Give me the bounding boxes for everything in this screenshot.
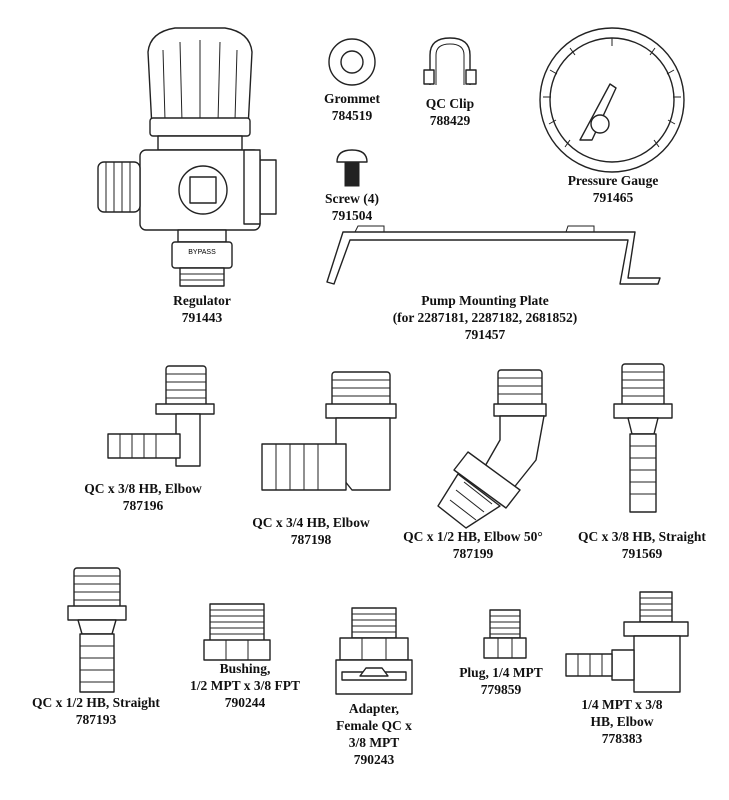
regulator-name: Regulator (173, 293, 231, 308)
grommet-label: Grommet 784519 (312, 90, 392, 124)
elbow-mpt-line1: 1/4 MPT x 3/8 (581, 697, 663, 712)
bushing-drawing (203, 603, 271, 661)
regulator-marking: BYPASS (188, 249, 216, 256)
qc-clip-label: QC Clip 788429 (410, 95, 490, 129)
mounting-plate-number: 791457 (464, 327, 506, 342)
straight-1-2-name: QC x 1/2 HB, Straight (32, 695, 160, 710)
mounting-plate-label: Pump Mounting Plate (for 2287181, 228718… (370, 292, 600, 343)
adapter-number: 790243 (353, 752, 395, 767)
elbow-3-4-drawing (261, 371, 397, 491)
elbow-50-drawing (437, 369, 547, 529)
straight-3-8-label: QC x 3/8 HB, Straight 791569 (562, 528, 722, 562)
elbow-50-label: QC x 1/2 HB, Elbow 50° 787199 (386, 528, 560, 562)
straight-1-2-drawing (67, 567, 127, 693)
regulator-drawing (97, 27, 277, 287)
qc-clip-drawing (423, 37, 477, 85)
mounting-plate-note: (for 2287181, 2287182, 2681852) (392, 310, 578, 325)
elbow-mpt-number: 778383 (601, 731, 643, 746)
adapter-line3: 3/8 MPT (348, 735, 400, 750)
elbow-3-4-number: 787198 (290, 532, 332, 547)
regulator-label: Regulator 791443 (140, 292, 264, 326)
plug-name: Plug, 1/4 MPT (459, 665, 543, 680)
plug-number: 779859 (480, 682, 522, 697)
grommet-name: Grommet (324, 91, 380, 106)
grommet-drawing (328, 38, 376, 86)
adapter-line1: Adapter, (348, 701, 400, 716)
elbow-mpt-drawing (565, 591, 689, 693)
elbow-3-8-label: QC x 3/8 HB, Elbow 787196 (68, 480, 218, 514)
pressure-gauge-name: Pressure Gauge (567, 173, 659, 188)
plug-drawing (483, 609, 527, 659)
plug-label: Plug, 1/4 MPT 779859 (440, 664, 562, 698)
straight-3-8-drawing (613, 363, 673, 513)
bushing-number: 790244 (224, 695, 266, 710)
adapter-label: Adapter, Female QC x 3/8 MPT 790243 (322, 700, 426, 768)
screw-label: Screw (4) 791504 (312, 190, 392, 224)
elbow-3-8-name: QC x 3/8 HB, Elbow (84, 481, 202, 496)
straight-1-2-number: 787193 (75, 712, 117, 727)
pressure-gauge-drawing (539, 27, 685, 173)
screw-drawing (336, 149, 368, 187)
pressure-gauge-number: 791465 (592, 190, 634, 205)
straight-3-8-number: 791569 (621, 546, 663, 561)
mounting-plate-drawing (326, 225, 661, 285)
elbow-3-8-drawing (107, 365, 215, 467)
bushing-label: Bushing, 1/2 MPT x 3/8 FPT 790244 (178, 660, 312, 711)
straight-1-2-label: QC x 1/2 HB, Straight 787193 (14, 694, 178, 728)
qc-clip-number: 788429 (429, 113, 471, 128)
screw-name: Screw (4) (324, 191, 380, 206)
elbow-3-4-name: QC x 3/4 HB, Elbow (252, 515, 370, 530)
grommet-number: 784519 (331, 108, 373, 123)
elbow-50-number: 787199 (452, 546, 494, 561)
regulator-number: 791443 (181, 310, 223, 325)
elbow-50-name: QC x 1/2 HB, Elbow 50° (403, 529, 543, 544)
elbow-3-8-number: 787196 (122, 498, 164, 513)
elbow-mpt-label: 1/4 MPT x 3/8 HB, Elbow 778383 (560, 696, 684, 747)
bushing-line1: Bushing, (219, 661, 271, 676)
adapter-drawing (335, 607, 413, 695)
adapter-line2: Female QC x (336, 718, 412, 733)
screw-number: 791504 (331, 208, 373, 223)
elbow-mpt-line2: HB, Elbow (590, 714, 654, 729)
qc-clip-name: QC Clip (425, 96, 475, 111)
bushing-line2: 1/2 MPT x 3/8 FPT (190, 678, 300, 693)
straight-3-8-name: QC x 3/8 HB, Straight (578, 529, 706, 544)
pressure-gauge-label: Pressure Gauge 791465 (548, 172, 678, 206)
mounting-plate-name: Pump Mounting Plate (421, 293, 549, 308)
elbow-3-4-label: QC x 3/4 HB, Elbow 787198 (236, 514, 386, 548)
